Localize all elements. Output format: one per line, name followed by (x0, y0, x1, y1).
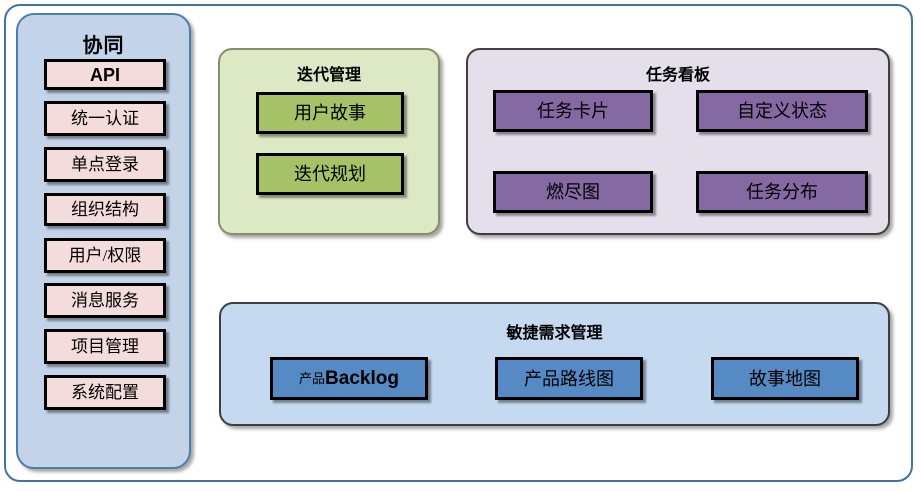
node-org-structure-label: 组织结构 (71, 200, 139, 219)
node-single-sign-on[interactable]: 单点登录 (44, 147, 166, 182)
node-message-service-label: 消息服务 (71, 291, 139, 310)
node-task-card-label: 任务卡片 (537, 101, 609, 121)
node-iteration-planning-label: 迭代规划 (294, 164, 366, 184)
node-project-management-label: 项目管理 (71, 337, 139, 356)
node-story-map[interactable]: 故事地图 (711, 357, 859, 400)
node-task-card[interactable]: 任务卡片 (493, 90, 653, 132)
node-message-service[interactable]: 消息服务 (44, 283, 166, 318)
node-product-roadmap[interactable]: 产品路线图 (495, 357, 643, 400)
node-user-permission[interactable]: 用户/权限 (44, 238, 166, 273)
node-user-permission-label: 用户/权限 (68, 246, 142, 265)
group-taskboard[interactable]: 任务看板 任务卡片 自定义状态 燃尽图 任务分布 (466, 48, 890, 235)
group-iteration[interactable]: 迭代管理 用户故事 迭代规划 (218, 48, 440, 235)
node-org-structure[interactable]: 组织结构 (44, 193, 166, 226)
node-api[interactable]: API (44, 59, 166, 90)
node-product-backlog-label-cjk: 产品 (299, 371, 326, 386)
node-project-management[interactable]: 项目管理 (44, 329, 166, 364)
node-unified-auth[interactable]: 统一认证 (44, 101, 166, 136)
node-story-map-label: 故事地图 (749, 368, 821, 389)
node-product-backlog-label-latin: Backlog (325, 368, 399, 389)
group-taskboard-title: 任务看板 (645, 67, 710, 84)
node-unified-auth-label: 统一认证 (71, 109, 139, 128)
group-iteration-title: 迭代管理 (296, 67, 361, 84)
node-single-sign-on-label: 单点登录 (71, 155, 139, 174)
node-user-story-label: 用户故事 (294, 103, 366, 123)
node-user-story[interactable]: 用户故事 (256, 92, 404, 134)
group-agile-title: 敏捷需求管理 (506, 325, 603, 342)
node-system-config-label: 系统配置 (71, 383, 139, 402)
node-task-distribution[interactable]: 任务分布 (696, 171, 868, 213)
node-product-roadmap-label: 产品路线图 (524, 368, 614, 389)
node-task-distribution-label: 任务分布 (746, 182, 818, 202)
node-burndown-chart[interactable]: 燃尽图 (493, 171, 653, 213)
node-burndown-chart-label: 燃尽图 (546, 182, 600, 202)
outer-frame (4, 4, 913, 482)
node-custom-status[interactable]: 自定义状态 (696, 90, 868, 132)
node-api-label: API (89, 64, 120, 85)
group-collaboration-title: 协同 (82, 35, 125, 57)
node-iteration-planning[interactable]: 迭代规划 (256, 153, 404, 195)
node-custom-status-label: 自定义状态 (737, 101, 827, 121)
node-system-config[interactable]: 系统配置 (44, 375, 166, 410)
group-collaboration[interactable]: 协同 API 统一认证 单点登录 组织结构 用户/权限 消息服务 项目管理 系统… (16, 13, 191, 469)
